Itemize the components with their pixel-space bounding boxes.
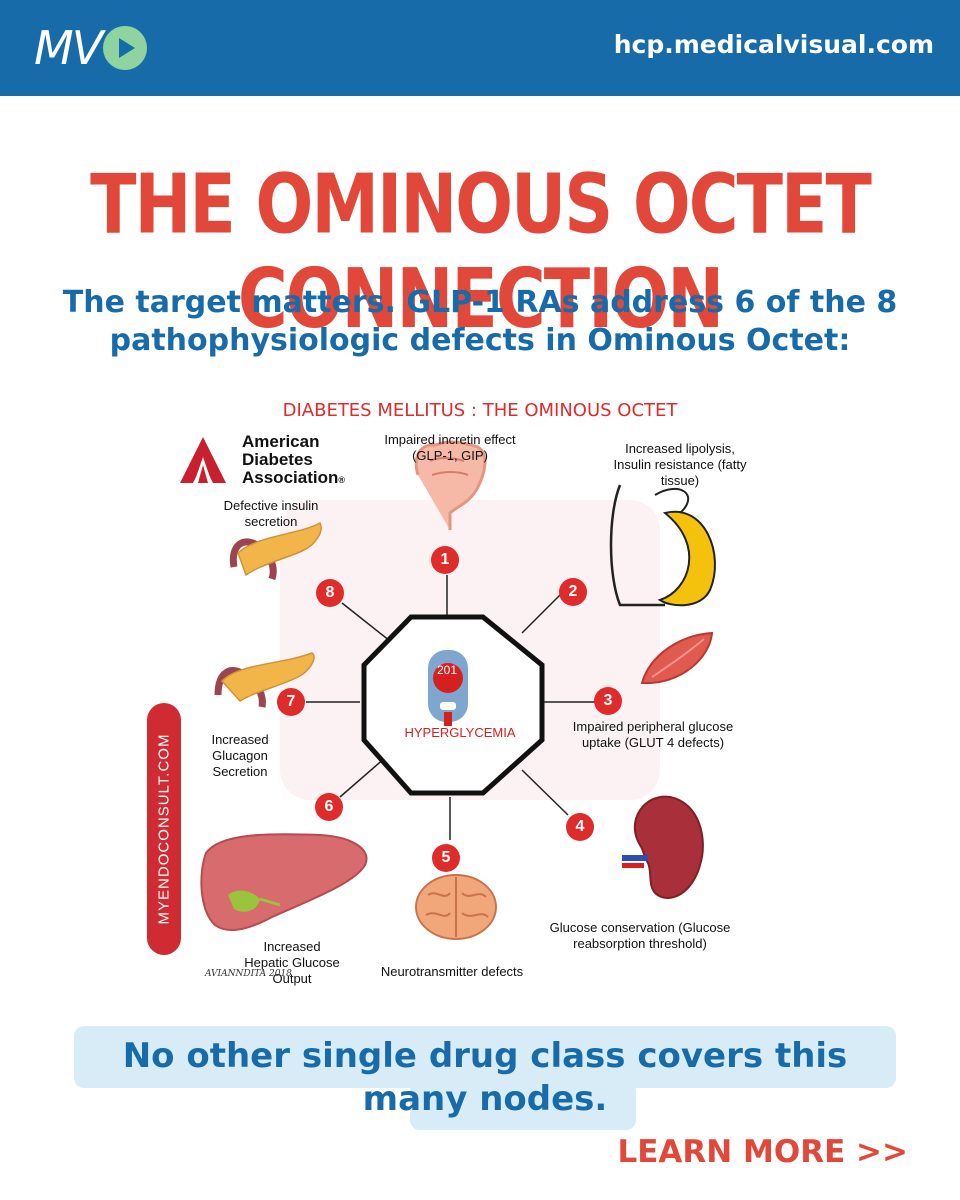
node-badge-2: 2 xyxy=(559,578,587,606)
connector-lines xyxy=(306,575,600,840)
brain-icon xyxy=(415,874,497,940)
header-bar: MV hcp.medicalvisual.com xyxy=(0,0,960,96)
glucose-meter-icon xyxy=(428,650,468,726)
node-badge-8: 8 xyxy=(316,579,344,607)
logo-text: MV xyxy=(34,21,103,75)
node-label-2: Increased lipolysis, Insulin resistance … xyxy=(613,441,747,488)
diagram-graphics xyxy=(200,440,716,940)
mv-logo[interactable]: MV xyxy=(34,21,148,75)
connector-line-4 xyxy=(521,769,569,816)
pancreas-icon xyxy=(214,652,315,708)
node-label-1: Impaired incretin effect (GLP-1, GIP) xyxy=(384,432,516,463)
hyperglycemia-label: HYPERGLYCEMIA xyxy=(404,725,516,740)
belly-fat-icon xyxy=(609,484,716,607)
node-label-7: Increased Glucagon Secretion xyxy=(211,732,269,779)
connector-line-8 xyxy=(341,602,391,642)
node-label-5: Neurotransmitter defects xyxy=(380,964,524,979)
callout-box: No other single drug class covers this m… xyxy=(74,1026,896,1130)
node-label-8: Defective insulin secretion xyxy=(223,498,319,529)
sidebar-text: MYENDOCONSULT.COM xyxy=(155,733,173,925)
callout-text: No other single drug class covers this m… xyxy=(122,1036,848,1119)
node-badge-3: 3 xyxy=(594,687,622,715)
callout-background-tail xyxy=(410,1082,636,1130)
pancreas-icon xyxy=(229,521,322,581)
node-label-3: Impaired peripheral glucose uptake (GLUT… xyxy=(572,719,734,750)
node-badge-6: 6 xyxy=(315,793,343,821)
ada-triangle-icon xyxy=(180,437,226,483)
connector-line-2 xyxy=(521,592,563,634)
ominous-octet-diagram: DIABETES MELLITUS : THE OMINOUS OCTET Am… xyxy=(147,395,800,995)
site-url-link[interactable]: hcp.medicalvisual.com xyxy=(613,30,934,59)
connector-line-6 xyxy=(339,756,387,798)
node-label-4: Glucose conservation (Glucose reabsorpti… xyxy=(549,920,731,951)
intestine-icon xyxy=(414,440,487,530)
node-badge-1: 1 xyxy=(431,546,459,574)
diagram-title: DIABETES MELLITUS : THE OMINOUS OCTET xyxy=(282,400,678,421)
glucose-meter-value: 201 xyxy=(436,663,458,677)
node-label-6: Increased Hepatic Glucose Output xyxy=(244,939,340,986)
myendoconsult-sidebar: MYENDOCONSULT.COM xyxy=(147,703,181,955)
node-badge-7: 7 xyxy=(277,688,305,716)
learn-more-link[interactable]: LEARN MORE >> xyxy=(617,1134,908,1170)
artist-signature: AVIANNDITA 2018 xyxy=(205,969,292,979)
muscle-icon xyxy=(640,631,714,685)
node-badge-4: 4 xyxy=(566,813,594,841)
callout-background xyxy=(74,1026,896,1088)
liver-icon xyxy=(200,833,368,932)
kidney-icon xyxy=(622,795,704,899)
page-title: THE OMINOUS OCTET CONNECTION xyxy=(90,158,872,348)
node-badge-5: 5 xyxy=(432,844,460,872)
page-subtitle: The target matters. GLP-1 RAs address 6 … xyxy=(62,285,898,358)
play-icon xyxy=(103,26,148,70)
